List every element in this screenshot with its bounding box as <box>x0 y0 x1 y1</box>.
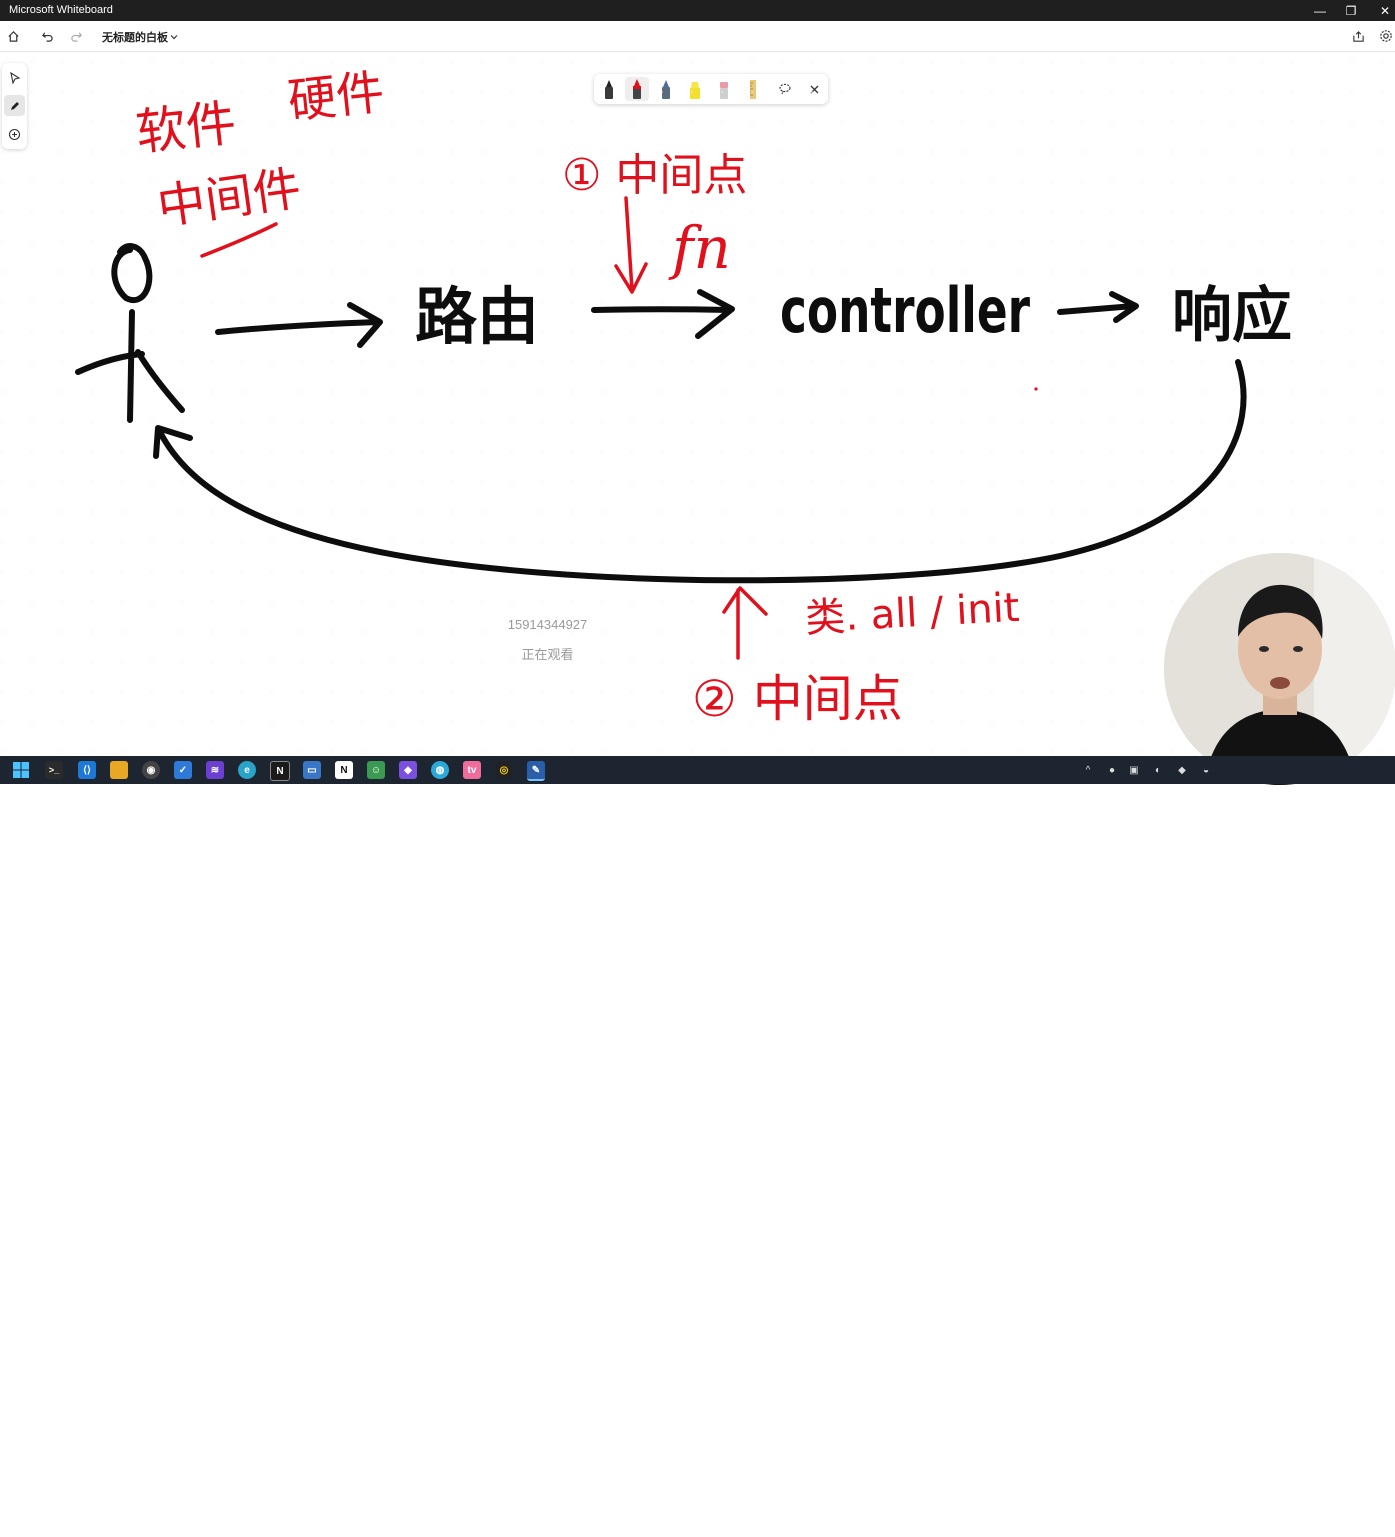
vscode-icon[interactable]: ⟨⟩ <box>78 761 96 779</box>
software-note: 软件 <box>133 94 239 162</box>
hardware-note: 硬件 <box>285 64 386 130</box>
notion-icon[interactable]: N <box>335 761 353 779</box>
obsidian-icon[interactable]: ◆ <box>399 761 417 779</box>
chevron-up-icon[interactable]: ^ <box>1085 764 1091 776</box>
response-node-label: 响应 <box>1172 281 1292 351</box>
user-figure-sketch <box>75 243 185 423</box>
route-node-label: 路由 <box>415 280 539 353</box>
restore-icon[interactable]: ❐ <box>1345 3 1357 18</box>
controller-node-label: controller <box>780 274 1030 347</box>
whiteboard-app-icon[interactable]: ✎ <box>527 761 545 781</box>
minimize-icon[interactable]: — <box>1314 3 1326 18</box>
middleware-underline <box>200 222 278 258</box>
settings-icon[interactable] <box>1376 26 1395 46</box>
share-icon[interactable] <box>1348 26 1368 46</box>
todo-icon[interactable]: ✓ <box>174 761 192 779</box>
redo-icon[interactable] <box>66 26 86 46</box>
arrow-controller-to-response <box>1057 291 1139 323</box>
browser-icon[interactable]: ◍ <box>431 761 449 779</box>
chevron-down-icon[interactable] <box>164 27 184 47</box>
edge-icon[interactable]: e <box>238 761 256 779</box>
title-bar: Microsoft Whiteboard — ❐ ✕ <box>0 0 1395 21</box>
point-two-arrow <box>722 586 768 660</box>
return-loop-arrow <box>153 359 1247 584</box>
whiteboard-canvas[interactable]: 路由 controller 响应 软件 硬件 中间件 ① 中间点 fn 类. a… <box>0 51 1395 756</box>
wechat-icon[interactable]: ☺ <box>367 761 385 779</box>
red-dot-mark <box>1034 387 1038 391</box>
taskbar: >_ ⟨⟩ ◉ ✓ ≋ e N ▭ N ☺ ◆ ◍ tv ◎ ✎ ^ ● ▣ ◐… <box>0 756 1395 1536</box>
github-icon[interactable]: ◉ <box>142 761 160 779</box>
tray-media-icon[interactable]: ◆ <box>1178 764 1186 776</box>
notepad-icon[interactable]: N <box>270 761 290 781</box>
app-title: Microsoft Whiteboard <box>9 4 113 16</box>
app-icon[interactable]: ≋ <box>206 761 224 779</box>
point-one-arrow <box>614 196 648 294</box>
point-two-note: ② 中间点 <box>692 670 903 728</box>
board-name[interactable]: 无标题的白板 <box>102 32 168 44</box>
tray-network-icon[interactable]: ◒ <box>1202 764 1210 776</box>
brand-watermark: 饥人谷 <box>1345 1521 1385 1536</box>
tray-image-icon[interactable]: ▣ <box>1129 764 1139 776</box>
app-toolbar: 无标题的白板 <box>0 21 1395 52</box>
close-icon[interactable]: ✕ <box>1379 3 1391 18</box>
recorder-icon[interactable]: ◎ <box>495 761 513 779</box>
undo-icon[interactable] <box>37 26 57 46</box>
remote-icon[interactable]: ▭ <box>303 761 321 779</box>
arrow-route-to-controller <box>591 289 735 339</box>
fn-note: fn <box>668 214 731 282</box>
tray-sync-icon[interactable]: ◐ <box>1154 764 1162 776</box>
point-one-note: ① 中间点 <box>562 150 747 201</box>
bilibili-icon[interactable]: tv <box>463 761 481 779</box>
all-init-note: 类. all / init <box>804 585 1020 642</box>
canvas-background <box>0 51 1395 756</box>
terminal-icon[interactable]: >_ <box>45 761 63 779</box>
viewer-status: 正在观看 <box>521 647 574 662</box>
presenter-webcam <box>1164 553 1395 785</box>
file-explorer-icon[interactable] <box>110 761 128 779</box>
windows-start-icon[interactable] <box>12 761 30 779</box>
arrow-user-to-route <box>215 302 383 348</box>
viewer-phone: 15914344927 <box>507 617 588 632</box>
tray-app-icon[interactable]: ● <box>1108 764 1116 776</box>
home-icon[interactable] <box>3 26 23 46</box>
